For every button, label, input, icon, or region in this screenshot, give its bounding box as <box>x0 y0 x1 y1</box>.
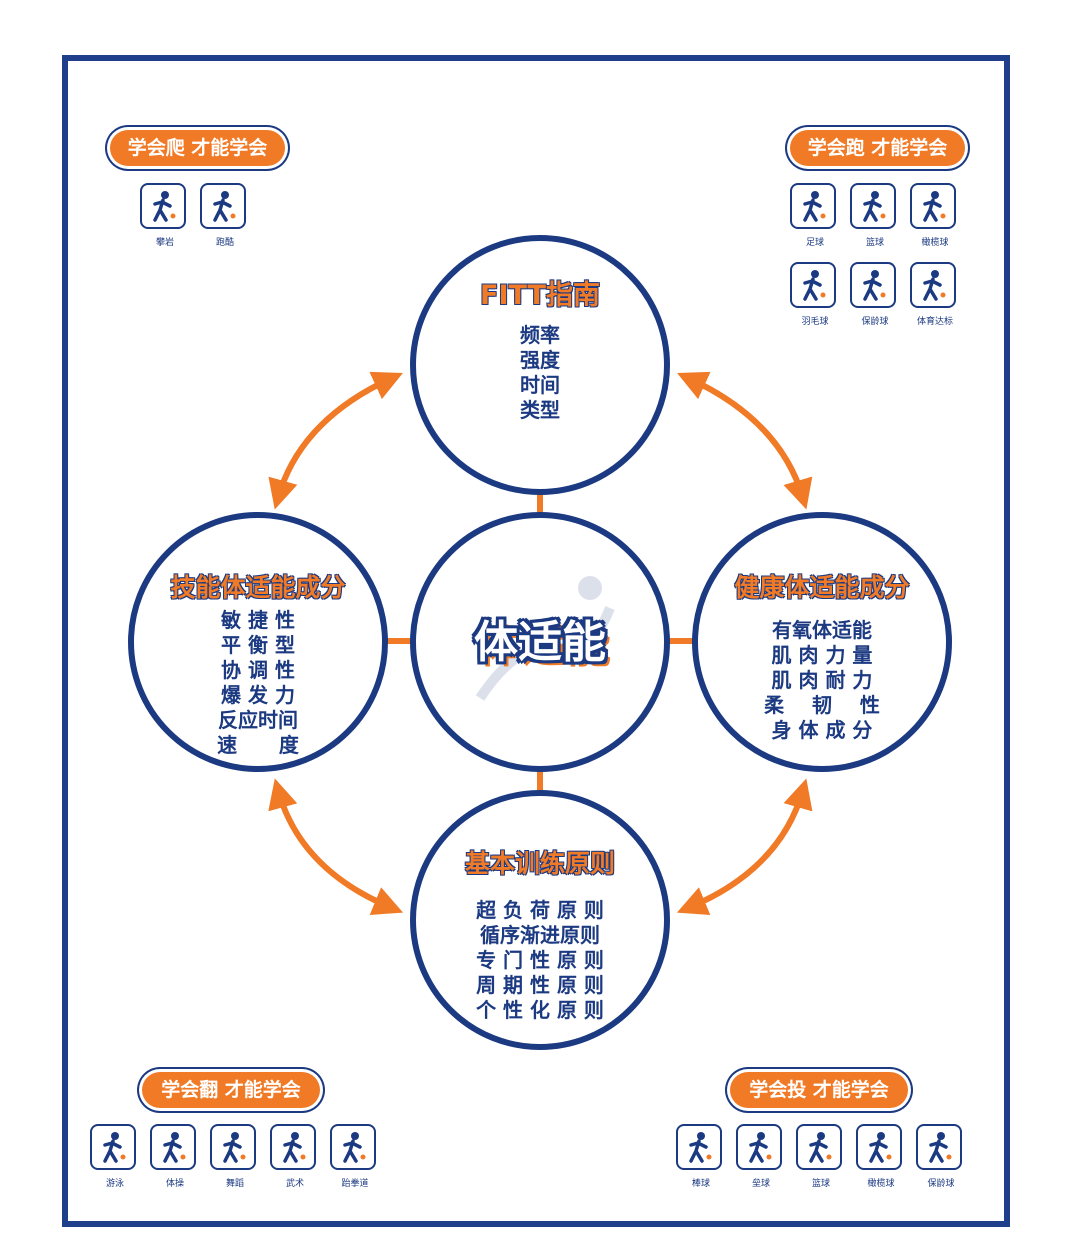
sport-label: 体操 <box>165 1179 184 1189</box>
sport-label: 棒球 <box>691 1179 710 1189</box>
climbing-icon <box>140 183 186 229</box>
sport-label: 攀岩 <box>155 238 174 248</box>
bowling-icon <box>916 1124 962 1170</box>
fitt-item: 频率 <box>520 323 560 347</box>
softball-icon <box>736 1124 782 1170</box>
sport-label: 保龄球 <box>927 1179 955 1189</box>
icons-flip: 游泳 体操 舞蹈 武术 跆拳道 <box>90 1124 390 1189</box>
fitt-item: 强度 <box>520 348 560 372</box>
sport-item: 橄榄球 <box>910 183 960 248</box>
sport-label: 保龄球 <box>861 317 889 327</box>
sport-item: 橄榄球 <box>856 1124 906 1189</box>
sport-item: 体操 <box>150 1124 200 1189</box>
sport-item: 舞蹈 <box>210 1124 260 1189</box>
principle-item: 超 负 荷 原 则 <box>476 898 604 922</box>
fitt-title: FITT指南 <box>480 280 600 311</box>
sport-item: 体育达标 <box>910 262 960 327</box>
athlete-icon <box>910 262 956 308</box>
principle-item: 周 期 性 原 则 <box>476 973 604 997</box>
icons-throw: 棒球 垒球 篮球 橄榄球 保龄球 <box>676 1124 976 1189</box>
health-item: 身 体 成 分 <box>771 718 873 742</box>
principle-item: 个 性 化 原 则 <box>476 998 604 1022</box>
sport-item: 保龄球 <box>916 1124 966 1189</box>
health-item: 有氧体适能 <box>772 618 872 642</box>
sport-item: 足球 <box>790 183 840 248</box>
sport-label: 橄榄球 <box>921 238 949 248</box>
bowling-icon <box>850 262 896 308</box>
health-title: 健康体适能成分 <box>734 573 910 602</box>
principle-item: 专 门 性 原 则 <box>476 948 604 972</box>
sport-item: 羽毛球 <box>790 262 840 327</box>
fitt-item: 类型 <box>520 398 560 422</box>
sport-item: 篮球 <box>850 183 900 248</box>
skill-items: 敏 捷 性 平 衡 型 协 调 性 爆 发 力 反应时间 速 度 <box>134 608 382 758</box>
icons-run-row2: 羽毛球 保龄球 体育达标 <box>790 262 970 327</box>
health-circle: 健康体适能成分 有氧体适能 肌 肉 力 量 肌 肉 耐 力 柔 韧 性 身 体 … <box>692 512 952 772</box>
center-circle: 体适能 <box>410 512 670 772</box>
pill-flip: 学会翻 才能学会 <box>142 1072 320 1108</box>
sport-item: 游泳 <box>90 1124 140 1189</box>
pill-throw: 学会投 才能学会 <box>730 1072 908 1108</box>
pill-run: 学会跑 才能学会 <box>790 130 965 166</box>
health-item: 柔 韧 性 <box>764 693 880 717</box>
skill-circle: 技能体适能成分 敏 捷 性 平 衡 型 协 调 性 爆 发 力 反应时间 速 度 <box>128 512 388 772</box>
sport-label: 垒球 <box>751 1179 770 1189</box>
skill-item: 速 度 <box>217 733 299 757</box>
rugby-icon <box>856 1124 902 1170</box>
sport-label: 舞蹈 <box>225 1179 244 1189</box>
sport-label: 橄榄球 <box>867 1179 895 1189</box>
baseball-icon <box>676 1124 722 1170</box>
health-item: 肌 肉 力 量 <box>771 643 873 667</box>
sport-label: 跑酷 <box>215 238 234 248</box>
icons-run-row1: 足球 篮球 橄榄球 <box>790 183 970 248</box>
sport-item: 篮球 <box>796 1124 846 1189</box>
skill-item: 反应时间 <box>218 708 298 732</box>
sport-label: 武术 <box>285 1179 304 1189</box>
sport-label: 羽毛球 <box>801 317 829 327</box>
sport-label: 篮球 <box>865 238 884 248</box>
parkour-icon <box>200 183 246 229</box>
icons-climb: 攀岩 跑酷 <box>140 183 260 248</box>
martial-arts-icon <box>270 1124 316 1170</box>
swimming-icon <box>90 1124 136 1170</box>
taekwondo-icon <box>330 1124 376 1170</box>
basketball-icon <box>796 1124 842 1170</box>
badminton-icon <box>790 262 836 308</box>
sport-label: 跆拳道 <box>341 1179 369 1189</box>
sport-item: 保龄球 <box>850 262 900 327</box>
sport-label: 体育达标 <box>916 317 953 327</box>
skill-item: 爆 发 力 <box>221 683 295 707</box>
sport-label: 篮球 <box>811 1179 830 1189</box>
principle-item: 循序渐进原则 <box>480 923 600 947</box>
sport-item: 棒球 <box>676 1124 726 1189</box>
skill-item: 平 衡 型 <box>221 633 295 657</box>
rugby-icon <box>910 183 956 229</box>
runner-watermark-icon <box>475 576 615 701</box>
principles-items: 超 负 荷 原 则 循序渐进原则 专 门 性 原 则 周 期 性 原 则 个 性… <box>416 898 664 1023</box>
health-item: 肌 肉 耐 力 <box>771 668 873 692</box>
principles-title: 基本训练原则 <box>464 849 615 878</box>
skill-title: 技能体适能成分 <box>170 573 346 602</box>
sport-item: 跆拳道 <box>330 1124 380 1189</box>
gymnastics-icon <box>150 1124 196 1170</box>
pill-climb: 学会爬 才能学会 <box>110 130 285 166</box>
fitt-items: 频率 强度 时间 类型 <box>416 323 664 423</box>
sport-item: 垒球 <box>736 1124 786 1189</box>
sport-item: 跑酷 <box>200 183 250 248</box>
basketball-icon <box>850 183 896 229</box>
soccer-icon <box>790 183 836 229</box>
principles-circle: 基本训练原则 超 负 荷 原 则 循序渐进原则 专 门 性 原 则 周 期 性 … <box>410 790 670 1050</box>
sport-item: 武术 <box>270 1124 320 1189</box>
dance-icon <box>210 1124 256 1170</box>
health-items: 有氧体适能 肌 肉 力 量 肌 肉 耐 力 柔 韧 性 身 体 成 分 <box>698 618 946 743</box>
sport-label: 游泳 <box>105 1179 124 1189</box>
sport-item: 攀岩 <box>140 183 190 248</box>
skill-item: 敏 捷 性 <box>221 608 295 632</box>
fitt-circle: FITT指南 频率 强度 时间 类型 <box>410 235 670 495</box>
skill-item: 协 调 性 <box>221 658 295 682</box>
fitt-item: 时间 <box>520 373 560 397</box>
sport-label: 足球 <box>805 238 824 248</box>
center-title: 体适能 <box>474 617 606 668</box>
